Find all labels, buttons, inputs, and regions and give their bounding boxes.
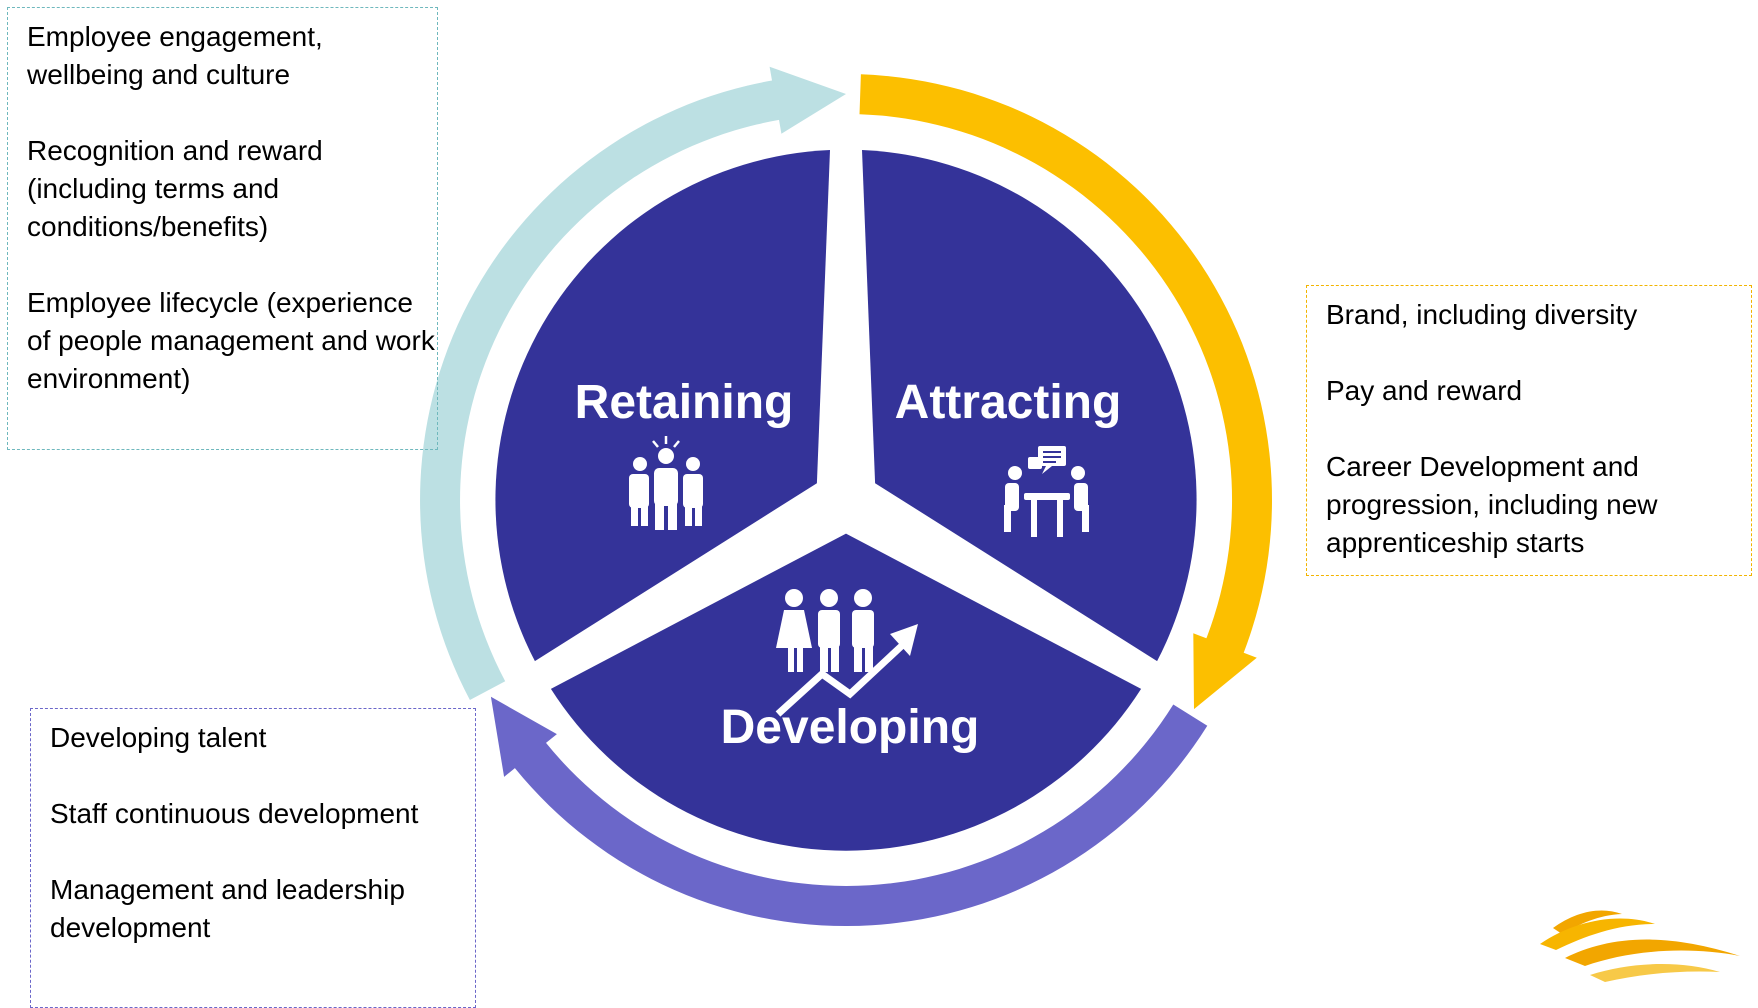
developing-item: Developing talent [50,722,267,753]
retaining-cycle-arrow [420,66,846,700]
developing-item: Management and leadership development [50,874,405,943]
developing-cycle-arrow [490,696,1208,927]
developing-item: Staff continuous development [50,798,419,829]
developing-details-box: Developing talent Staff continuous devel… [30,708,476,1008]
retaining-details-box: Employee engagement, wellbeing and cultu… [7,7,438,450]
attracting-details-box: Brand, including diversity Pay and rewar… [1306,285,1752,576]
retaining-item: Employee lifecycle (experience of people… [27,287,435,394]
attracting-cycle-arrow [859,74,1272,710]
attracting-segment [862,150,1197,662]
attracting-item: Career Development and progression, incl… [1326,451,1658,558]
retaining-segment [495,150,830,662]
logo-waves-icon [1540,910,1740,982]
retaining-item: Employee engagement, wellbeing and cultu… [27,21,323,90]
developing-label: Developing [721,701,980,754]
attracting-item: Pay and reward [1326,375,1523,406]
attracting-item: Brand, including diversity [1326,299,1638,330]
retaining-label: Retaining [575,376,794,429]
interview-meeting-icon [1004,446,1089,537]
retaining-item: Recognition and reward (including terms … [27,135,323,242]
people-group-icon [629,436,703,530]
people-growth-chart-icon [775,589,918,717]
attracting-label: Attracting [895,376,1122,429]
